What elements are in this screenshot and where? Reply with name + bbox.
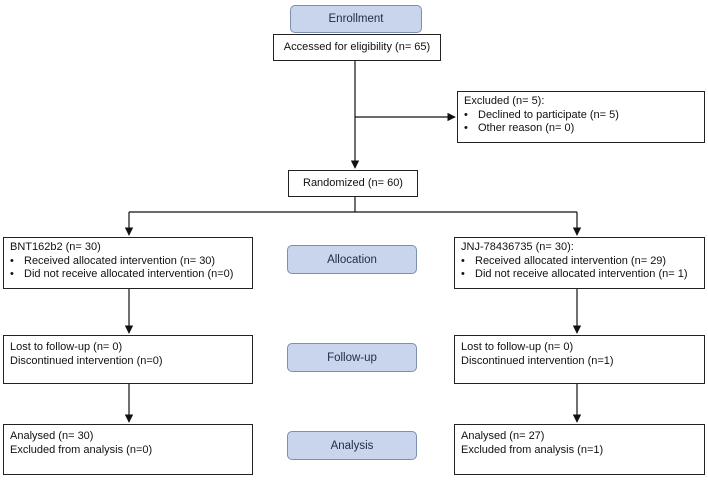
assessed-text: Accessed for eligibility (n= 65)	[283, 40, 431, 53]
left-followup-line: Discontinued intervention (n=0)	[10, 354, 163, 367]
right-analysis-line: Analysed (n= 27)	[461, 430, 545, 442]
excluded-item: •Declined to participate (n= 5)	[464, 108, 619, 121]
right-followup-line: Discontinued intervention (n=1)	[461, 354, 614, 367]
excluded-item: •Other reason (n= 0)	[464, 122, 575, 134]
left-allocation-title: BNT162b2 (n= 30)	[10, 241, 101, 253]
right-analysis-line: Excluded from analysis (n=1)	[461, 443, 604, 456]
randomized-box: Randomized (n= 60)	[288, 170, 418, 197]
left-followup-box: Lost to follow-up (n= 0) Discontinued in…	[3, 335, 253, 384]
stage-followup: Follow-up	[287, 343, 417, 372]
randomized-text: Randomized (n= 60)	[303, 176, 403, 189]
excluded-title: Excluded (n= 5):	[464, 95, 545, 107]
left-allocation-item: •Received allocated intervention (n= 30)	[10, 254, 216, 267]
assessed-box: Accessed for eligibility (n= 65)	[273, 34, 441, 61]
stage-allocation: Allocation	[287, 245, 417, 274]
left-allocation-box: BNT162b2 (n= 30) •Received allocated int…	[3, 237, 253, 289]
stage-enrollment: Enrollment	[290, 5, 422, 33]
right-followup-box: Lost to follow-up (n= 0) Discontinued in…	[454, 335, 705, 384]
stage-analysis: Analysis	[287, 431, 417, 460]
left-allocation-item: •Did not receive allocated intervention …	[10, 268, 234, 280]
left-analysis-line: Analysed (n= 30)	[10, 430, 94, 442]
right-followup-line: Lost to follow-up (n= 0)	[461, 341, 574, 353]
right-allocation-item: •Received allocated intervention (n= 29)	[461, 254, 667, 267]
right-allocation-box: JNJ-78436735 (n= 30): •Received allocate…	[454, 237, 705, 289]
right-allocation-item: •Did not receive allocated intervention …	[461, 268, 688, 280]
left-followup-line: Lost to follow-up (n= 0)	[10, 341, 123, 353]
left-analysis-box: Analysed (n= 30) Excluded from analysis …	[3, 424, 253, 475]
right-allocation-title: JNJ-78436735 (n= 30):	[461, 241, 574, 253]
right-analysis-box: Analysed (n= 27) Excluded from analysis …	[454, 424, 705, 475]
excluded-box: Excluded (n= 5): •Declined to participat…	[457, 91, 705, 143]
left-analysis-line: Excluded from analysis (n=0)	[10, 443, 153, 456]
